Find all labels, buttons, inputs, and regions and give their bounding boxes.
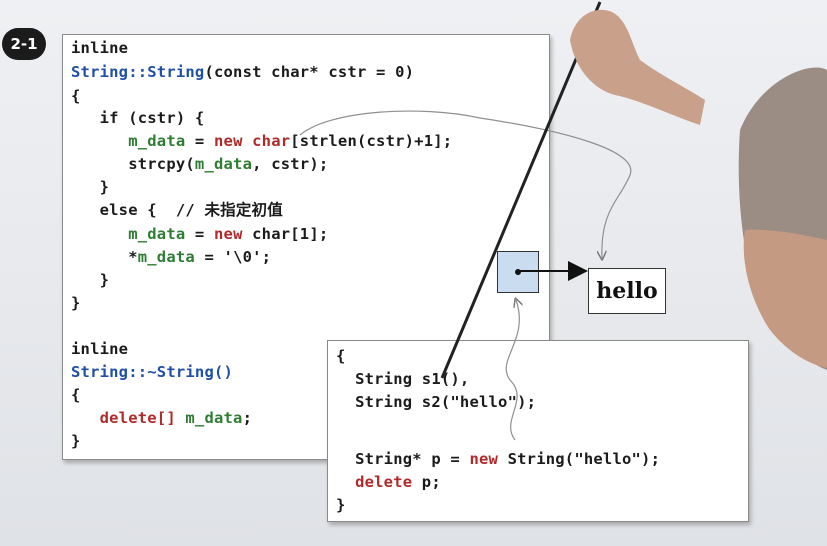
annotation-curve: [299, 110, 632, 258]
code-line: else { // 未指定初值: [71, 201, 283, 219]
code-line: String::String(const char* cstr = 0): [71, 63, 415, 81]
code-line: }: [71, 432, 81, 450]
usage-code-panel: { String s1(), String s2("hello"); Strin…: [327, 340, 749, 522]
code-line: String* p = new String("hello");: [336, 450, 661, 468]
code-line: String s1(),: [336, 370, 470, 388]
code-line: m_data = new char[strlen(cstr)+1];: [71, 132, 453, 150]
code-line: {: [71, 386, 81, 404]
code-line: inline: [71, 340, 129, 358]
code-line: delete p;: [336, 473, 441, 491]
code-line: {: [71, 87, 81, 105]
constructor-code-panel: inline String::String(const char* cstr =…: [62, 34, 550, 460]
presenter-hand: [570, 9, 705, 125]
code-line: if (cstr) {: [71, 109, 205, 127]
code-line: }: [71, 178, 110, 196]
code-line: inline: [71, 39, 129, 57]
slide-number-badge: 2-1: [2, 28, 46, 60]
code-line: String s2("hello");: [336, 393, 537, 411]
pointer-dot: [515, 269, 521, 275]
code-line: m_data = new char[1];: [71, 225, 329, 243]
heap-string-box: hello: [588, 268, 666, 314]
code-line: *m_data = '\0';: [71, 248, 272, 266]
code-line: strcpy(m_data, cstr);: [71, 155, 329, 173]
code-line: {: [336, 347, 346, 365]
code-line: }: [71, 271, 110, 289]
code-line: }: [71, 294, 81, 312]
code-line: String::~String(): [71, 363, 234, 381]
pointer-stick: [440, 1, 602, 379]
annotation-curve: [505, 300, 519, 441]
presenter-face: [743, 229, 827, 368]
code-line: delete[] m_data;: [71, 409, 253, 427]
code-line: }: [336, 496, 346, 514]
